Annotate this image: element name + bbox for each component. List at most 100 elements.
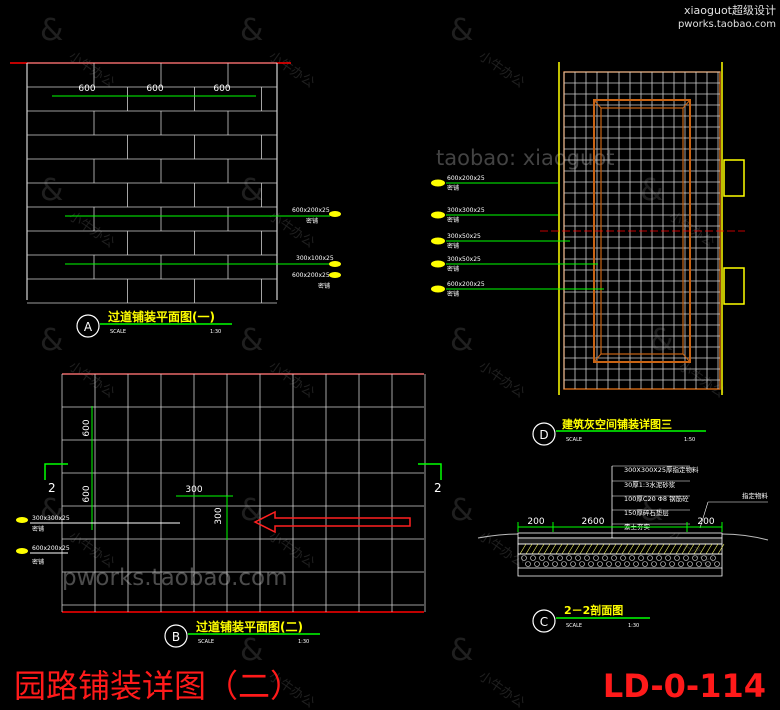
panel-a-callouts: 600x200x25 密铺 300x100x25 600x200x25 密铺 bbox=[65, 207, 341, 290]
layer-4: 150厚碎石垫层 bbox=[624, 508, 669, 517]
callout-d1: 600x200x25 密铺 bbox=[431, 175, 558, 192]
watermark-logo-text: 小牛办公 bbox=[476, 359, 527, 401]
dim-a-1: 600 bbox=[78, 84, 95, 94]
callout-d2: 300x300x25 密铺 bbox=[431, 207, 558, 224]
watermark-logo: & bbox=[240, 323, 263, 358]
layer-2: 30厚1:3水泥砂浆 bbox=[624, 480, 676, 489]
panel-c-layer-labels: 300X300X25厚指定物料 30厚1:3水泥砂浆 100厚C20 Φ8 钢筋… bbox=[611, 465, 769, 540]
panel-d-title: 建筑灰空间铺装详图三 bbox=[562, 417, 672, 431]
panel-d-callouts: 600x200x25 密铺 300x300x25 密铺 300x50x25 密铺… bbox=[431, 175, 604, 298]
dim-c-2: 2600 bbox=[582, 517, 605, 527]
watermark-logo-text: 小牛办公 bbox=[66, 209, 117, 251]
panel-d-plan: 600x200x25 密铺 300x300x25 密铺 300x50x25 密铺… bbox=[431, 62, 745, 446]
watermark-bottom: pworks.taobao.com bbox=[62, 565, 288, 591]
panel-b-grid bbox=[61, 373, 426, 612]
panel-c-scale-value: 1:30 bbox=[628, 623, 639, 629]
badge-a bbox=[76, 314, 100, 338]
watermark-corner-2: pworks.taobao.com bbox=[678, 19, 776, 30]
callout-a1-spec: 600x200x25 bbox=[292, 207, 330, 214]
panel-a-scale-value: 1:30 bbox=[210, 329, 221, 335]
callout-a3-tag bbox=[329, 272, 341, 278]
callout-a2-tag bbox=[329, 261, 341, 267]
callout-d2-spec: 300x300x25 bbox=[447, 207, 485, 214]
callout-d5-spec: 600x200x25 bbox=[447, 281, 485, 288]
callout-d1-finish: 密铺 bbox=[447, 184, 459, 192]
watermark-logo: & bbox=[40, 493, 63, 528]
sheet-title: 园路铺装详图（二） bbox=[14, 667, 302, 705]
panel-a-title-block: A 过道铺装平面图(一) SCALE 1:30 bbox=[76, 309, 232, 338]
panel-c-title: 2－2剖面图 bbox=[564, 603, 623, 617]
watermark-logo: & bbox=[40, 13, 63, 48]
panel-d-title-block: D 建筑灰空间铺装详图三 SCALE 1:50 bbox=[532, 417, 706, 446]
layer-1: 300X300X25厚指定物料 bbox=[624, 465, 699, 474]
dim-b-horiz: 300 bbox=[185, 485, 202, 495]
badge-b-label: B bbox=[172, 630, 180, 644]
panel-c-section: 300X300X25厚指定物料 30厚1:3水泥砂浆 100厚C20 Φ8 钢筋… bbox=[477, 465, 769, 633]
watermark-logo-text: 小牛办公 bbox=[266, 359, 317, 401]
watermark-logo: & bbox=[450, 13, 473, 48]
panel-b-scale-label: SCALE bbox=[198, 639, 214, 645]
dim-a-3: 600 bbox=[213, 84, 230, 94]
panel-c-scale-label: SCALE bbox=[566, 623, 582, 629]
callout-b1-finish: 密铺 bbox=[32, 525, 44, 533]
badge-d-label: D bbox=[539, 428, 548, 442]
badge-b bbox=[164, 624, 188, 648]
watermark-logo: & bbox=[240, 493, 263, 528]
dim-b-vert: 300 bbox=[214, 507, 224, 524]
panel-b-title: 过道铺装平面图(二) bbox=[196, 619, 303, 634]
watermark-logo-text: 小牛办公 bbox=[266, 209, 317, 251]
watermark-logo: & bbox=[450, 633, 473, 668]
panel-a-dimension: 600 600 600 bbox=[52, 84, 256, 97]
panel-a-scale-label: SCALE bbox=[110, 329, 126, 335]
sheet-number: LD-0-114 bbox=[603, 667, 766, 705]
badge-a-label: A bbox=[84, 320, 93, 334]
callout-d4: 300x50x25 密铺 bbox=[431, 256, 598, 273]
callout-a1-finish: 密铺 bbox=[306, 217, 318, 225]
watermark-logo: & bbox=[650, 323, 673, 358]
watermark-logo-text: 小牛办公 bbox=[666, 529, 717, 571]
section-mark-right: 2 bbox=[434, 481, 442, 495]
dim-c-3: 200 bbox=[697, 517, 714, 527]
badge-d bbox=[532, 422, 556, 446]
watermark-logo: & bbox=[450, 323, 473, 358]
panel-d-scale-value: 1:50 bbox=[684, 437, 695, 443]
watermark-logo: & bbox=[240, 633, 263, 668]
watermark-logo-text: 小牛办公 bbox=[476, 529, 527, 571]
panel-a-plan: 600 600 600 600x200x25 密铺 300x100x25 600… bbox=[10, 62, 341, 338]
panel-a-brick-pattern bbox=[27, 62, 277, 304]
callout-b2-tag bbox=[16, 548, 28, 554]
dim-b-left-bottom: 600 bbox=[82, 485, 92, 502]
callout-a2-spec: 300x100x25 bbox=[296, 255, 334, 262]
watermark-logo: & bbox=[240, 173, 263, 208]
section-mark-left: 2 bbox=[48, 481, 56, 495]
dim-b-left-top: 600 bbox=[82, 419, 92, 436]
callout-b1-spec: 300x300x25 bbox=[32, 515, 70, 522]
section-arrow bbox=[253, 510, 411, 534]
watermark-logo-text: 小牛办公 bbox=[476, 49, 527, 91]
watermark-logo: & bbox=[40, 323, 63, 358]
panel-a-title: 过道铺装平面图(一) bbox=[108, 309, 215, 324]
panel-b-callouts: 300x300x25 密铺 600x200x25 密铺 bbox=[16, 515, 180, 566]
panel-b-title-block: B 过道铺装平面图(二) SCALE 1:30 bbox=[164, 619, 320, 648]
panel-d-scale-label: SCALE bbox=[566, 437, 582, 443]
callout-b2-finish: 密铺 bbox=[32, 558, 44, 566]
side-note: 指定物料 bbox=[742, 491, 769, 500]
dim-a-2: 600 bbox=[146, 84, 163, 94]
callout-d5-finish: 密铺 bbox=[447, 290, 459, 298]
panel-c-section-body bbox=[477, 532, 769, 577]
callout-d5: 600x200x25 密铺 bbox=[431, 281, 604, 298]
layer-3: 100厚C20 Φ8 钢筋砼 bbox=[624, 494, 689, 503]
watermark-corner-1: xiaoguot超级设计 bbox=[684, 3, 776, 17]
badge-c bbox=[532, 609, 556, 633]
callout-d1-spec: 600x200x25 bbox=[447, 175, 485, 182]
watermark-logo-text: 小牛办公 bbox=[476, 669, 527, 710]
callout-d4-finish: 密铺 bbox=[447, 265, 459, 273]
panel-b-dimensions: 600 600 300 300 bbox=[82, 406, 233, 540]
callout-b2-spec: 600x200x25 bbox=[32, 545, 70, 552]
badge-c-label: C bbox=[540, 615, 548, 629]
callout-d2-finish: 密铺 bbox=[447, 216, 459, 224]
callout-d4-spec: 300x50x25 bbox=[447, 256, 481, 263]
watermark-logo: & bbox=[240, 13, 263, 48]
